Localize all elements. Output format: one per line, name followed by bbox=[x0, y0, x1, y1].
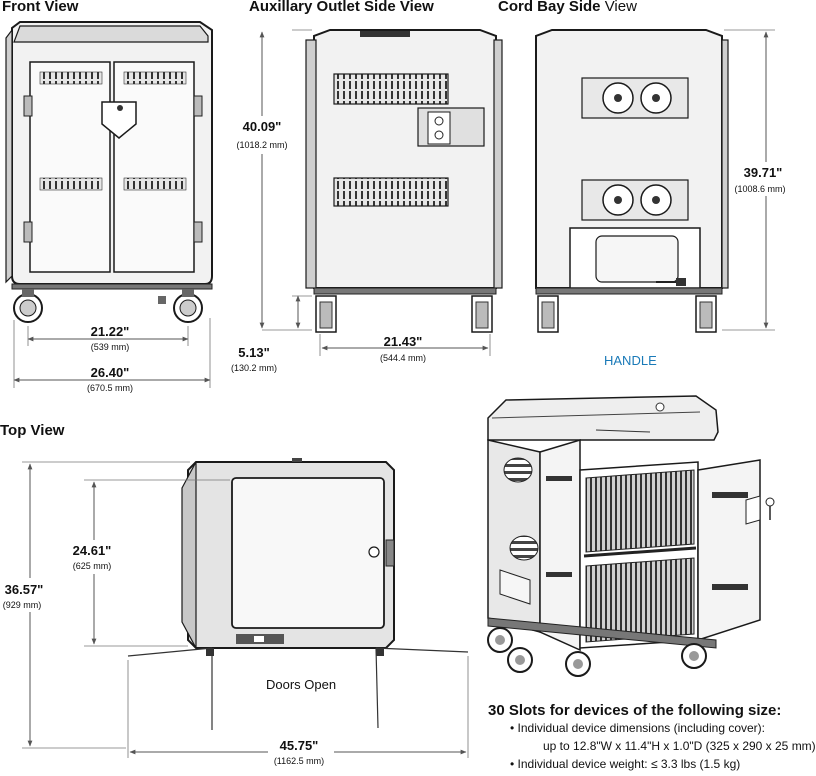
cord-view-title-bold: Cord Bay Side bbox=[498, 0, 601, 15]
front-view-extension-lines bbox=[13, 318, 211, 388]
top-depth-mm: (625 mm) bbox=[73, 561, 112, 571]
doors-open-label: Doors Open bbox=[266, 677, 337, 692]
aux-height-mm: (1018.2 mm) bbox=[236, 140, 287, 150]
aux-view-title: Auxillary Outlet Side View bbox=[249, 0, 434, 15]
front-overall-width-value: 26.40" bbox=[91, 365, 130, 380]
top-view-drawing bbox=[127, 458, 469, 730]
cord-view-extension-lines bbox=[722, 29, 775, 331]
spec-line-weight: • Individual device weight: ≤ 3.3 lbs (1… bbox=[510, 757, 741, 771]
device-spec-block: 30 Slots for devices of the following si… bbox=[488, 702, 816, 773]
aux-width-mm: (544.4 mm) bbox=[380, 353, 426, 363]
front-inner-width-value: 21.22" bbox=[91, 324, 130, 339]
aux-view-drawing bbox=[305, 29, 503, 333]
aux-height-value: 40.09" bbox=[243, 119, 282, 134]
spec-title: 30 Slots for devices of the following si… bbox=[488, 702, 782, 719]
front-overall-width-mm: (670.5 mm) bbox=[87, 383, 133, 393]
top-overall-depth-mm: (929 mm) bbox=[3, 600, 42, 610]
top-doors-open-width-mm: (1162.5 mm) bbox=[274, 756, 324, 766]
technical-drawing: 21.22" (539 mm) 26.40" (670.5 mm) 40.09"… bbox=[3, 21, 786, 766]
cord-view-drawing bbox=[535, 29, 729, 333]
isometric-cart-illustration bbox=[487, 395, 775, 677]
front-view-drawing bbox=[5, 21, 213, 323]
cord-view-title: Cord Bay Side View bbox=[498, 0, 637, 15]
cord-height-value: 39.71" bbox=[744, 165, 783, 180]
top-view-title: Top View bbox=[0, 422, 65, 439]
top-doors-open-width-value: 45.75" bbox=[280, 738, 319, 753]
aux-caster-height-value: 5.13" bbox=[238, 345, 269, 360]
handle-label: HANDLE bbox=[604, 353, 657, 368]
cord-height-mm: (1008.6 mm) bbox=[734, 184, 785, 194]
front-view-title: Front View bbox=[2, 0, 79, 15]
spec-line-dimensions: • Individual device dimensions (includin… bbox=[510, 721, 765, 735]
top-overall-depth-value: 36.57" bbox=[5, 582, 44, 597]
spec-line-size: up to 12.8"W x 11.4"H x 1.0"D (325 x 290… bbox=[543, 739, 816, 753]
front-inner-width-mm: (539 mm) bbox=[91, 342, 130, 352]
cord-view-title-light: View bbox=[604, 0, 637, 15]
aux-width-value: 21.43" bbox=[384, 334, 423, 349]
aux-view-extension-lines bbox=[262, 29, 491, 356]
top-view-extension-lines bbox=[22, 461, 469, 758]
aux-caster-height-mm: (130.2 mm) bbox=[231, 363, 277, 373]
top-depth-value: 24.61" bbox=[73, 543, 112, 558]
